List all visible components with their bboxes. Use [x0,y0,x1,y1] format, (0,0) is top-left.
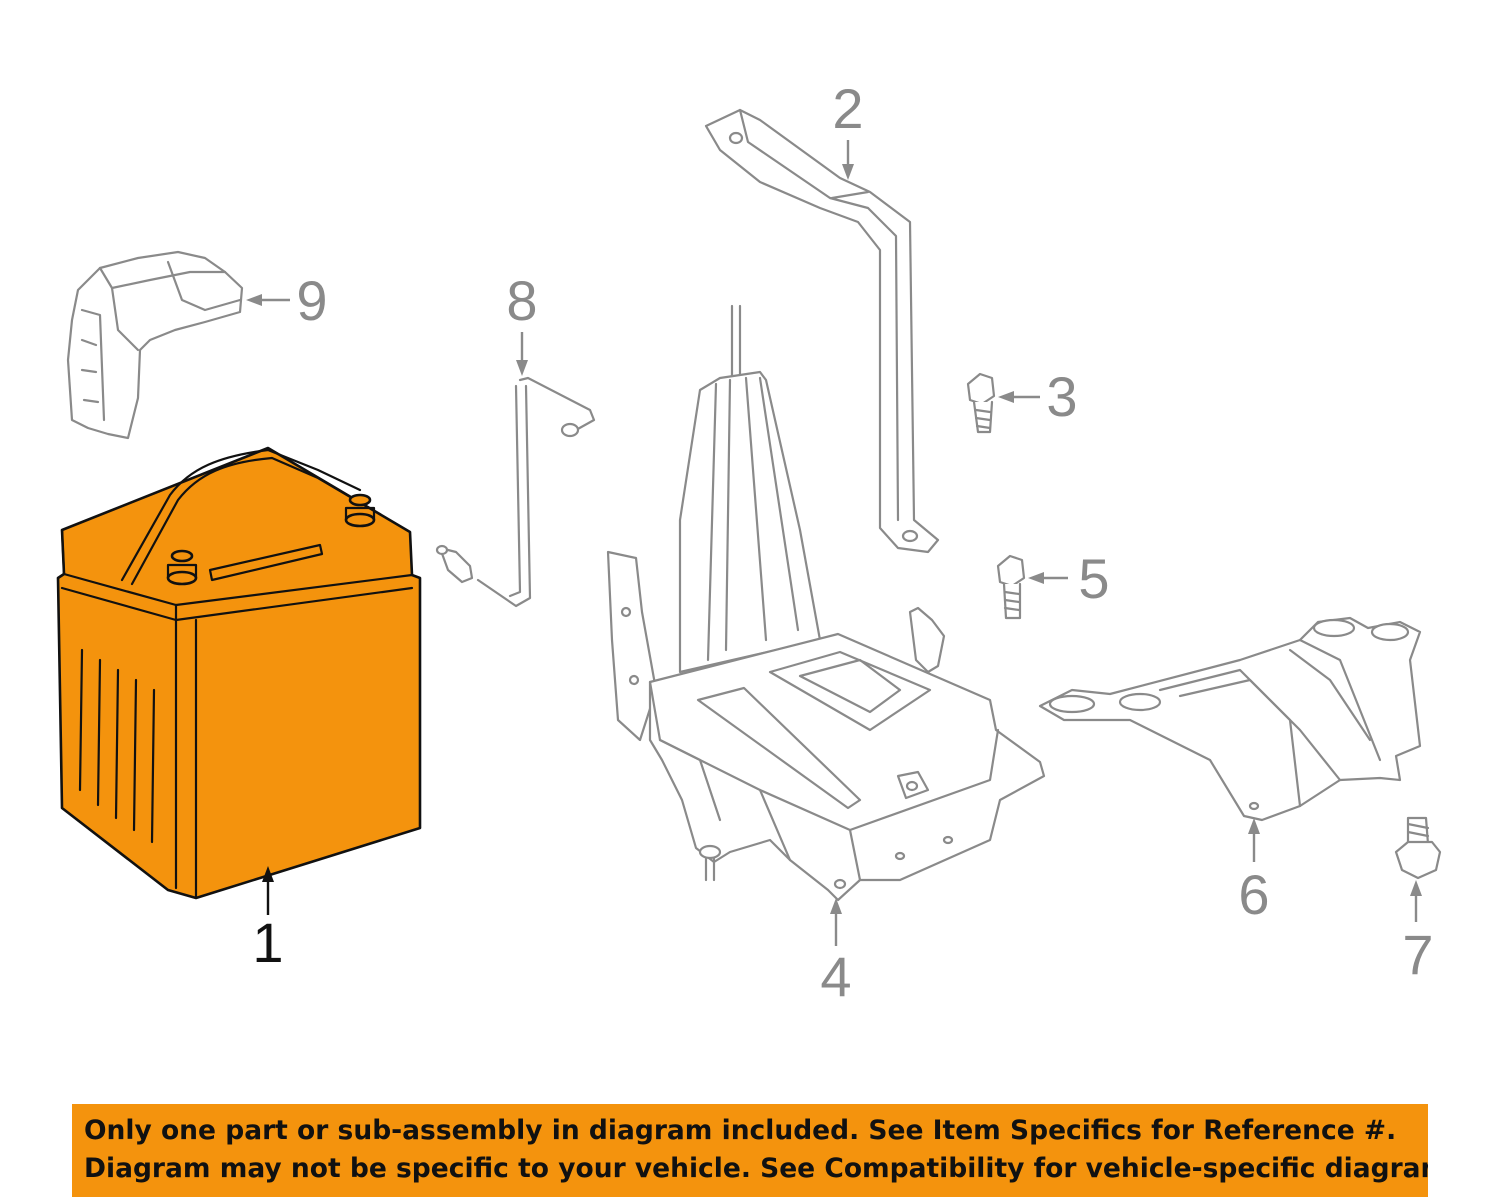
disclaimer-banner: Only one part or sub-assembly in diagram… [72,1104,1428,1197]
callout-labels: 1 2 3 4 5 6 7 8 9 [252,77,1433,1008]
callout-1: 1 [252,911,283,974]
callout-9: 9 [296,269,327,332]
bracket-part [704,108,940,554]
bolt-3-part [966,372,996,434]
bolt-5-part [996,554,1026,620]
callout-7: 7 [1402,923,1433,986]
disclaimer-line-2: Diagram may not be specific to your vehi… [84,1153,1428,1184]
callout-5: 5 [1078,547,1109,610]
terminal-cover-part [66,250,244,440]
lower-panel-part [1038,616,1422,822]
battery-part [56,446,422,900]
callout-2: 2 [832,77,863,140]
callout-3: 3 [1046,365,1077,428]
leader-lines [246,140,1422,946]
bolt-7-part [1394,816,1442,880]
disclaimer-line-1: Only one part or sub-assembly in diagram… [84,1115,1397,1146]
parts-diagram: 1 2 3 4 5 6 7 8 9 [56,77,1442,1008]
callout-6: 6 [1238,863,1269,926]
callout-4: 4 [820,945,851,1008]
battery-tray-part [606,304,1046,902]
callout-8: 8 [506,269,537,332]
cable-sensor-part [435,376,596,608]
